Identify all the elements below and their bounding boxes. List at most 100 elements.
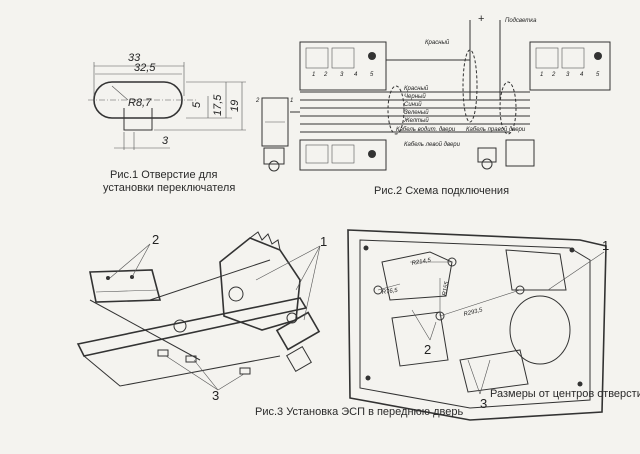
lamp-icon [368,52,376,60]
left-switch-top [299,41,387,91]
leader-line [255,245,321,281]
dim-19: 19 [229,100,241,112]
fig3-regulator-mechanism: 2 1 3 [76,231,327,403]
lamp-icon [368,150,376,158]
mounting-bracket [89,269,162,303]
pivot-icon [228,286,244,302]
rail-clip [185,355,197,363]
leader-line [109,243,151,279]
pin-label: 3 [340,72,344,78]
dim-r214-5: R214,5 [411,258,432,267]
left-switch-bottom [299,139,387,171]
pin-label: 2 [551,72,556,78]
fig2-caption: Рис.2 Схема подключения [374,185,509,197]
leader-line [303,245,321,321]
gear-teeth [249,231,281,251]
cable-bundle [387,85,405,135]
pin-label: 1 [540,72,543,78]
label-plus: + [478,13,484,25]
fig3-caption: Рис.3 Установка ЭСП в переднюю дверь [255,406,463,418]
reference-hole [373,285,383,295]
label-wire-blue: Синий [404,101,422,108]
radius-line [377,283,401,291]
callout-3: 3 [212,388,219,403]
leader-line [217,373,245,391]
motor-cap [286,346,312,372]
rail-clip [239,367,251,375]
leader-line [467,359,481,395]
leader-line [165,355,219,391]
right-motor-icon [477,147,497,163]
cable-bundle [462,49,478,123]
callout-2: 2 [424,342,431,357]
gear-plate [219,237,301,331]
dim-3: 3 [162,135,169,147]
motor-gear-icon [286,312,298,324]
panel-opening [459,349,529,393]
dim-r293-5: R293,5 [463,307,484,318]
guide-rail [76,297,308,357]
right-relay-block [505,139,535,167]
panel-opening [505,249,567,291]
reference-hole [515,285,525,295]
scissor-arm [89,299,201,361]
fig1-caption-line1: Рис.1 Отверстие для [110,169,217,181]
leader-line [479,359,491,395]
cable-bundle [499,81,517,135]
leader-line [193,359,219,391]
bracket-edge [95,289,159,293]
leader-line [295,245,321,291]
scissor-arm [149,259,271,301]
pin-label: 1 [290,98,293,104]
pin-label: 2 [323,72,328,78]
callout-1: 1 [602,238,609,253]
switch-cell [535,47,559,69]
leader-line [131,243,151,278]
door-inner [359,239,591,409]
dim-32-5: 32,5 [134,62,156,74]
dim-17-5: 17,5 [212,94,224,116]
label-cable-driver-door: Кабель водит. двери [396,127,456,133]
door-outline [347,229,607,421]
radius-leader [111,85,129,101]
dim-r76-5: R76,5 [381,288,398,296]
leader-line [547,251,605,291]
label-krasny-top: Красный [425,39,450,46]
mount-hole [569,247,575,253]
dim-5: 5 [191,101,203,108]
callout-3: 3 [480,396,487,411]
pin-label: 2 [255,98,260,104]
pin-label: 3 [566,72,570,78]
mount-hole [365,375,371,381]
label-wire-black: Черный [404,93,426,100]
label-wire-yellow: Желтый [403,117,429,124]
right-switch-top [529,41,611,91]
pin-label: 4 [580,72,584,78]
panel-opening [391,311,449,367]
left-relay-block [261,97,289,147]
motor-body [275,311,321,351]
label-wire-red: Красный [404,85,429,92]
switch-cell [561,47,585,69]
fig1-caption-line2: установки переключателя [103,182,235,194]
label-wire-green: Зеленый [404,109,429,116]
label-podsvetka: Подсветка [505,18,537,24]
pin-label: 5 [370,72,374,78]
pin-label: 4 [354,72,358,78]
pin-label: 1 [312,72,315,78]
speaker-opening [509,295,571,365]
radius-line [439,289,521,317]
pin-label: 5 [596,72,600,78]
dim-33: 33 [128,52,141,64]
label-cable-left-door: Кабель левой двери [404,141,461,148]
switch-cell [305,47,329,69]
fig1-hole-drawing: 33 32,5 R8,7 5 17,5 19 3 [88,52,246,150]
fig3-note: Размеры от центров отверстий [490,388,640,400]
right-motor-gear [481,158,493,170]
slot-outline [93,81,183,119]
callout-2: 2 [152,232,159,247]
lamp-icon [594,52,602,60]
callout-1: 1 [320,234,327,249]
